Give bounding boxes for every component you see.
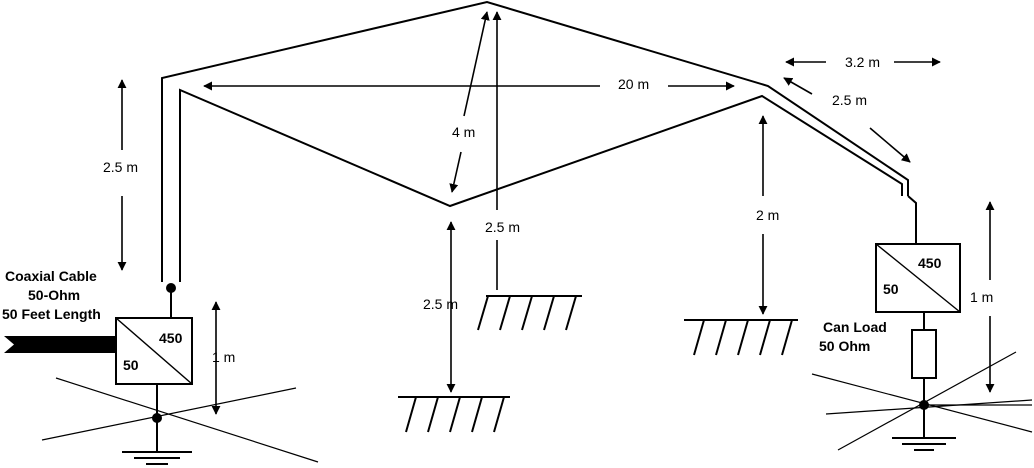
transformer-right-high: 450 xyxy=(918,255,942,271)
arrow-2-5m-right-top xyxy=(783,77,813,95)
label-1m-right: 1 m xyxy=(970,289,993,305)
transformer-right-low: 50 xyxy=(883,281,899,297)
label-3-2m: 3.2 m xyxy=(845,54,880,70)
ground-hatch-right xyxy=(684,319,798,356)
label-2-5m-right: 2.5 m xyxy=(832,92,867,108)
ground-symbol-right xyxy=(892,437,956,451)
label-2-5m-center: 2.5 m xyxy=(485,219,520,235)
antenna-wire xyxy=(161,0,909,282)
transformer-left: 450 50 xyxy=(115,317,193,385)
transformer-left-high: 450 xyxy=(159,330,183,346)
feed-wire-right xyxy=(907,195,917,244)
label-20m: 20 m xyxy=(618,76,649,92)
coax-label-line2: 50-Ohm xyxy=(28,287,80,303)
ground-symbol-left xyxy=(122,451,192,465)
load-label-line1: Can Load xyxy=(823,319,887,335)
label-4m: 4 m xyxy=(452,124,475,140)
dimension-arrows xyxy=(117,11,995,415)
arrow-4m-top xyxy=(463,11,490,117)
coax-label-line3: 50 Feet Length xyxy=(2,306,101,322)
coax-label-line1: Coaxial Cable xyxy=(5,268,97,284)
ground-hatch-low xyxy=(398,396,510,433)
transformer-left-low: 50 xyxy=(123,357,139,373)
load-label-line2: 50 Ohm xyxy=(819,338,870,354)
arrow-2-5m-right-bottom xyxy=(869,127,911,163)
label-1m-left: 1 m xyxy=(212,349,235,365)
label-2m: 2 m xyxy=(756,207,779,223)
arrow-4m-bottom xyxy=(449,151,462,193)
ground-hatch-center xyxy=(477,295,582,331)
label-2-5m-low: 2.5 m xyxy=(423,296,458,312)
coax-cable-end xyxy=(4,336,14,353)
transformer-right: 450 50 xyxy=(875,243,961,313)
dummy-load-resistor xyxy=(911,329,937,379)
label-2-5m-left: 2.5 m xyxy=(103,159,138,175)
radials-left xyxy=(41,377,319,463)
coax-cable xyxy=(4,336,116,353)
